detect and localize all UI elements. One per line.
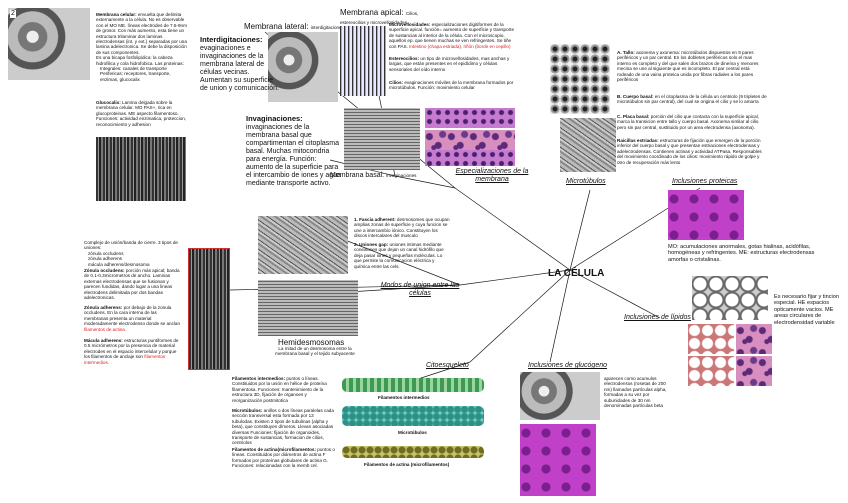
lipid-histology-2 bbox=[736, 324, 772, 354]
interdigitaciones-body: evaginaciones e invaginaciones de la mem… bbox=[200, 45, 279, 92]
macula-adherens-text: Mácula adherens: estructuras puntiformes… bbox=[84, 338, 182, 365]
microtubulos-a-label: A. Tallo: bbox=[617, 50, 635, 55]
cilios-label: Cilios: bbox=[389, 80, 403, 85]
caption-actin-filaments: Filamentos de actina (microfilamentos) bbox=[364, 462, 449, 467]
lipid-histology-1 bbox=[688, 324, 734, 354]
gap-label: 2. Uniones gap: bbox=[354, 242, 388, 247]
filamentos-actina-text: Filamentos de actina(microfilamentos: pu… bbox=[232, 447, 336, 469]
branch-especializaciones-membrana: Especializaciones de la membrana bbox=[452, 168, 532, 184]
microtubulos-a-body: axonema y axonema: microtúbulos dispuest… bbox=[617, 50, 758, 82]
cilios-body: evaginaciones móviles de la membrana for… bbox=[389, 80, 513, 90]
figure-marker: 2 bbox=[10, 10, 16, 18]
junction-micrograph bbox=[258, 216, 348, 274]
intermediate-filament-figure bbox=[342, 378, 484, 392]
invaginaciones-label: Invaginaciones: bbox=[246, 114, 303, 123]
cilia-micrograph bbox=[340, 26, 386, 96]
microtubulos-cito-label: Microtúbulos: bbox=[232, 408, 262, 413]
axoneme-micrograph bbox=[550, 44, 610, 114]
microtubulos-d: Raicillas estriadas: estructuras de fija… bbox=[617, 138, 767, 165]
gap-text: 2. Uniones gap: uniones intimas mediante… bbox=[354, 242, 450, 269]
glucocalix-label: Glucocalix: bbox=[96, 100, 121, 105]
membrana-celular-body2: Es una bicapa fosfolipidica: la cabeza h… bbox=[96, 55, 188, 66]
microtubulos-a: A. Tallo: axonema y axonema: microtúbulo… bbox=[617, 50, 767, 82]
glycogen-em-micrograph bbox=[520, 372, 600, 420]
filamentos-intermedios-label: Filamentos intermedios: bbox=[232, 376, 285, 381]
uniones-intro: Complejo de unión/banda de cierre. 3 tip… bbox=[84, 240, 182, 267]
microtubulos-cito-body: anillos o dos líneas paralelas cada secc… bbox=[232, 408, 334, 445]
membrana-lateral-title: Membrana lateral: interdigitaciones bbox=[244, 22, 344, 31]
basal-invagination-micrograph bbox=[344, 108, 420, 170]
glucogeno-body: aparecen como acumulos electrodensos (ro… bbox=[604, 376, 670, 408]
uniones-intro-item: mácula adherens/desmosoma bbox=[84, 262, 182, 267]
membrana-celular-item: Perifericas: receptores, transporte, enz… bbox=[96, 71, 188, 82]
microtubulos-cito-text: Microtúbulos: anillos o dos líneas paral… bbox=[232, 408, 336, 446]
branch-inclusiones-proteicas: Inclusiones proteicas bbox=[672, 178, 737, 186]
branch-citoesqueleto: Citoesqueleto bbox=[426, 362, 469, 370]
microtubulos-b-label: B. Cuerpo basal: bbox=[617, 94, 654, 99]
membrana-lateral-label: Membrana lateral: bbox=[244, 22, 308, 31]
hemidesmosome-micrograph bbox=[258, 280, 358, 336]
lipid-em-micrograph bbox=[692, 276, 768, 320]
microvellosidades-label: Microvellosidades: bbox=[389, 22, 430, 27]
microtubulos-c-label: C. Placa basal: bbox=[617, 114, 649, 119]
membrana-basal-sub: invaginaciones bbox=[386, 173, 416, 178]
fascia-label: 1. Fascia adherent: bbox=[354, 217, 396, 222]
microvilli-histology bbox=[425, 108, 515, 128]
cilia-histology bbox=[425, 150, 515, 166]
microtubulos-c: C. Placa basal: porción del cilio que co… bbox=[617, 114, 767, 130]
cilios-text: Cilios: evaginaciones móviles de la memb… bbox=[389, 80, 519, 91]
branch-microtubulos: Microtúbulos bbox=[566, 178, 606, 186]
interdigitaciones-text: Interdigitaciones: evaginaciones e invag… bbox=[200, 36, 282, 93]
zonula-occludens-label: Zónula occludens: bbox=[84, 268, 125, 273]
membrana-lateral-sub: interdigitaciones bbox=[311, 25, 344, 30]
membrana-celular-body: envuelta que delimita externamente a la … bbox=[96, 12, 187, 55]
proteicas-body: MO: acumulaciones anormales, gotas hiali… bbox=[668, 244, 818, 263]
branch-modos-union: Modos de union entre las células bbox=[380, 282, 460, 298]
membrana-basal-label: Membrana basal: bbox=[330, 172, 384, 179]
glucocalix-text: Glucocalix: Lamina delgada sobre la memb… bbox=[96, 100, 188, 127]
zonula-occludens-body: porción más apical; banda de 0.1-0.3micr… bbox=[84, 268, 180, 300]
microtubulos-d-label: Raicillas estriadas: bbox=[617, 138, 659, 143]
lipid-histology-4 bbox=[736, 356, 772, 386]
filamentos-actina-label: Filamentos de actina(microfilamentos: bbox=[232, 447, 316, 452]
actin-filament-figure bbox=[342, 446, 484, 458]
branch-inclusiones-glucogeno: Inclusiones de glucógeno bbox=[528, 362, 607, 370]
invaginaciones-body: invaginaciones de la membrana basal que … bbox=[246, 124, 341, 187]
estereocilios-text: Estereocilios: un tipo de microvellosida… bbox=[389, 56, 519, 72]
basal-body-micrograph bbox=[560, 118, 616, 172]
zonula-adherens-red: filamentos de actina. bbox=[84, 327, 126, 332]
fascia-text: 1. Fascia adherent: desmosomes que ocupa… bbox=[354, 217, 450, 239]
estereocilios-label: Estereocilios: bbox=[389, 56, 419, 61]
zonula-adherens-label: Zónula adherens: bbox=[84, 305, 122, 310]
glucocalix-micrograph bbox=[96, 137, 186, 201]
caption-microtubules: Microtúbulos bbox=[398, 430, 427, 435]
membrana-apical-label: Membrana apical: bbox=[340, 8, 404, 17]
zonula-adherens-text: Zónula adherens: por debajo de la zonula… bbox=[84, 305, 182, 332]
microvellosidades-text: Microvellosidades: especializaciones dig… bbox=[389, 22, 519, 49]
macula-adherens-label: Mácula adherens: bbox=[84, 338, 123, 343]
membrane-micrograph: 2 bbox=[8, 8, 90, 80]
membrana-basal-title: Membrana basal: invaginaciones bbox=[330, 172, 416, 180]
lipid-histology-3 bbox=[688, 356, 734, 386]
zonula-occludens-text: Zónula occludens: porción más apical; ba… bbox=[84, 268, 182, 300]
protein-inclusion-histology bbox=[668, 190, 744, 240]
epithelium-histology bbox=[425, 130, 515, 150]
microtubulos-b: B. Cuerpo basal: en el citoplasma de la … bbox=[617, 94, 767, 105]
microtubule-figure bbox=[342, 406, 484, 426]
hemidesmosomas-body: La mitad de un desmosoma entre la membra… bbox=[270, 346, 360, 357]
caption-intermediate-filaments: Filamentos intermedios bbox=[378, 395, 430, 400]
membrana-celular-text: Membrana celular: envuelta que delimita … bbox=[96, 12, 188, 82]
microvellosidades-red: Intestino (chapa estriada), riñón (borde… bbox=[409, 44, 510, 49]
central-title: LA CÉLULA bbox=[548, 268, 604, 279]
uniones-intro-body: Complejo de unión/banda de cierre. 3 tip… bbox=[84, 240, 182, 251]
filamentos-intermedios-text: Filamentos intermedios: puntos o líneas.… bbox=[232, 376, 336, 403]
junctional-complex-micrograph bbox=[188, 248, 230, 370]
membrana-celular-label: Membrana celular: bbox=[96, 12, 137, 17]
interdigitaciones-label: Interdigitaciones: bbox=[200, 35, 263, 44]
branch-inclusiones-lipidos: Inclusiones de lípidos bbox=[624, 314, 691, 322]
glycogen-histology bbox=[520, 424, 596, 496]
lipidos-body: Es necesario fijar y tincion especial. H… bbox=[774, 294, 844, 326]
